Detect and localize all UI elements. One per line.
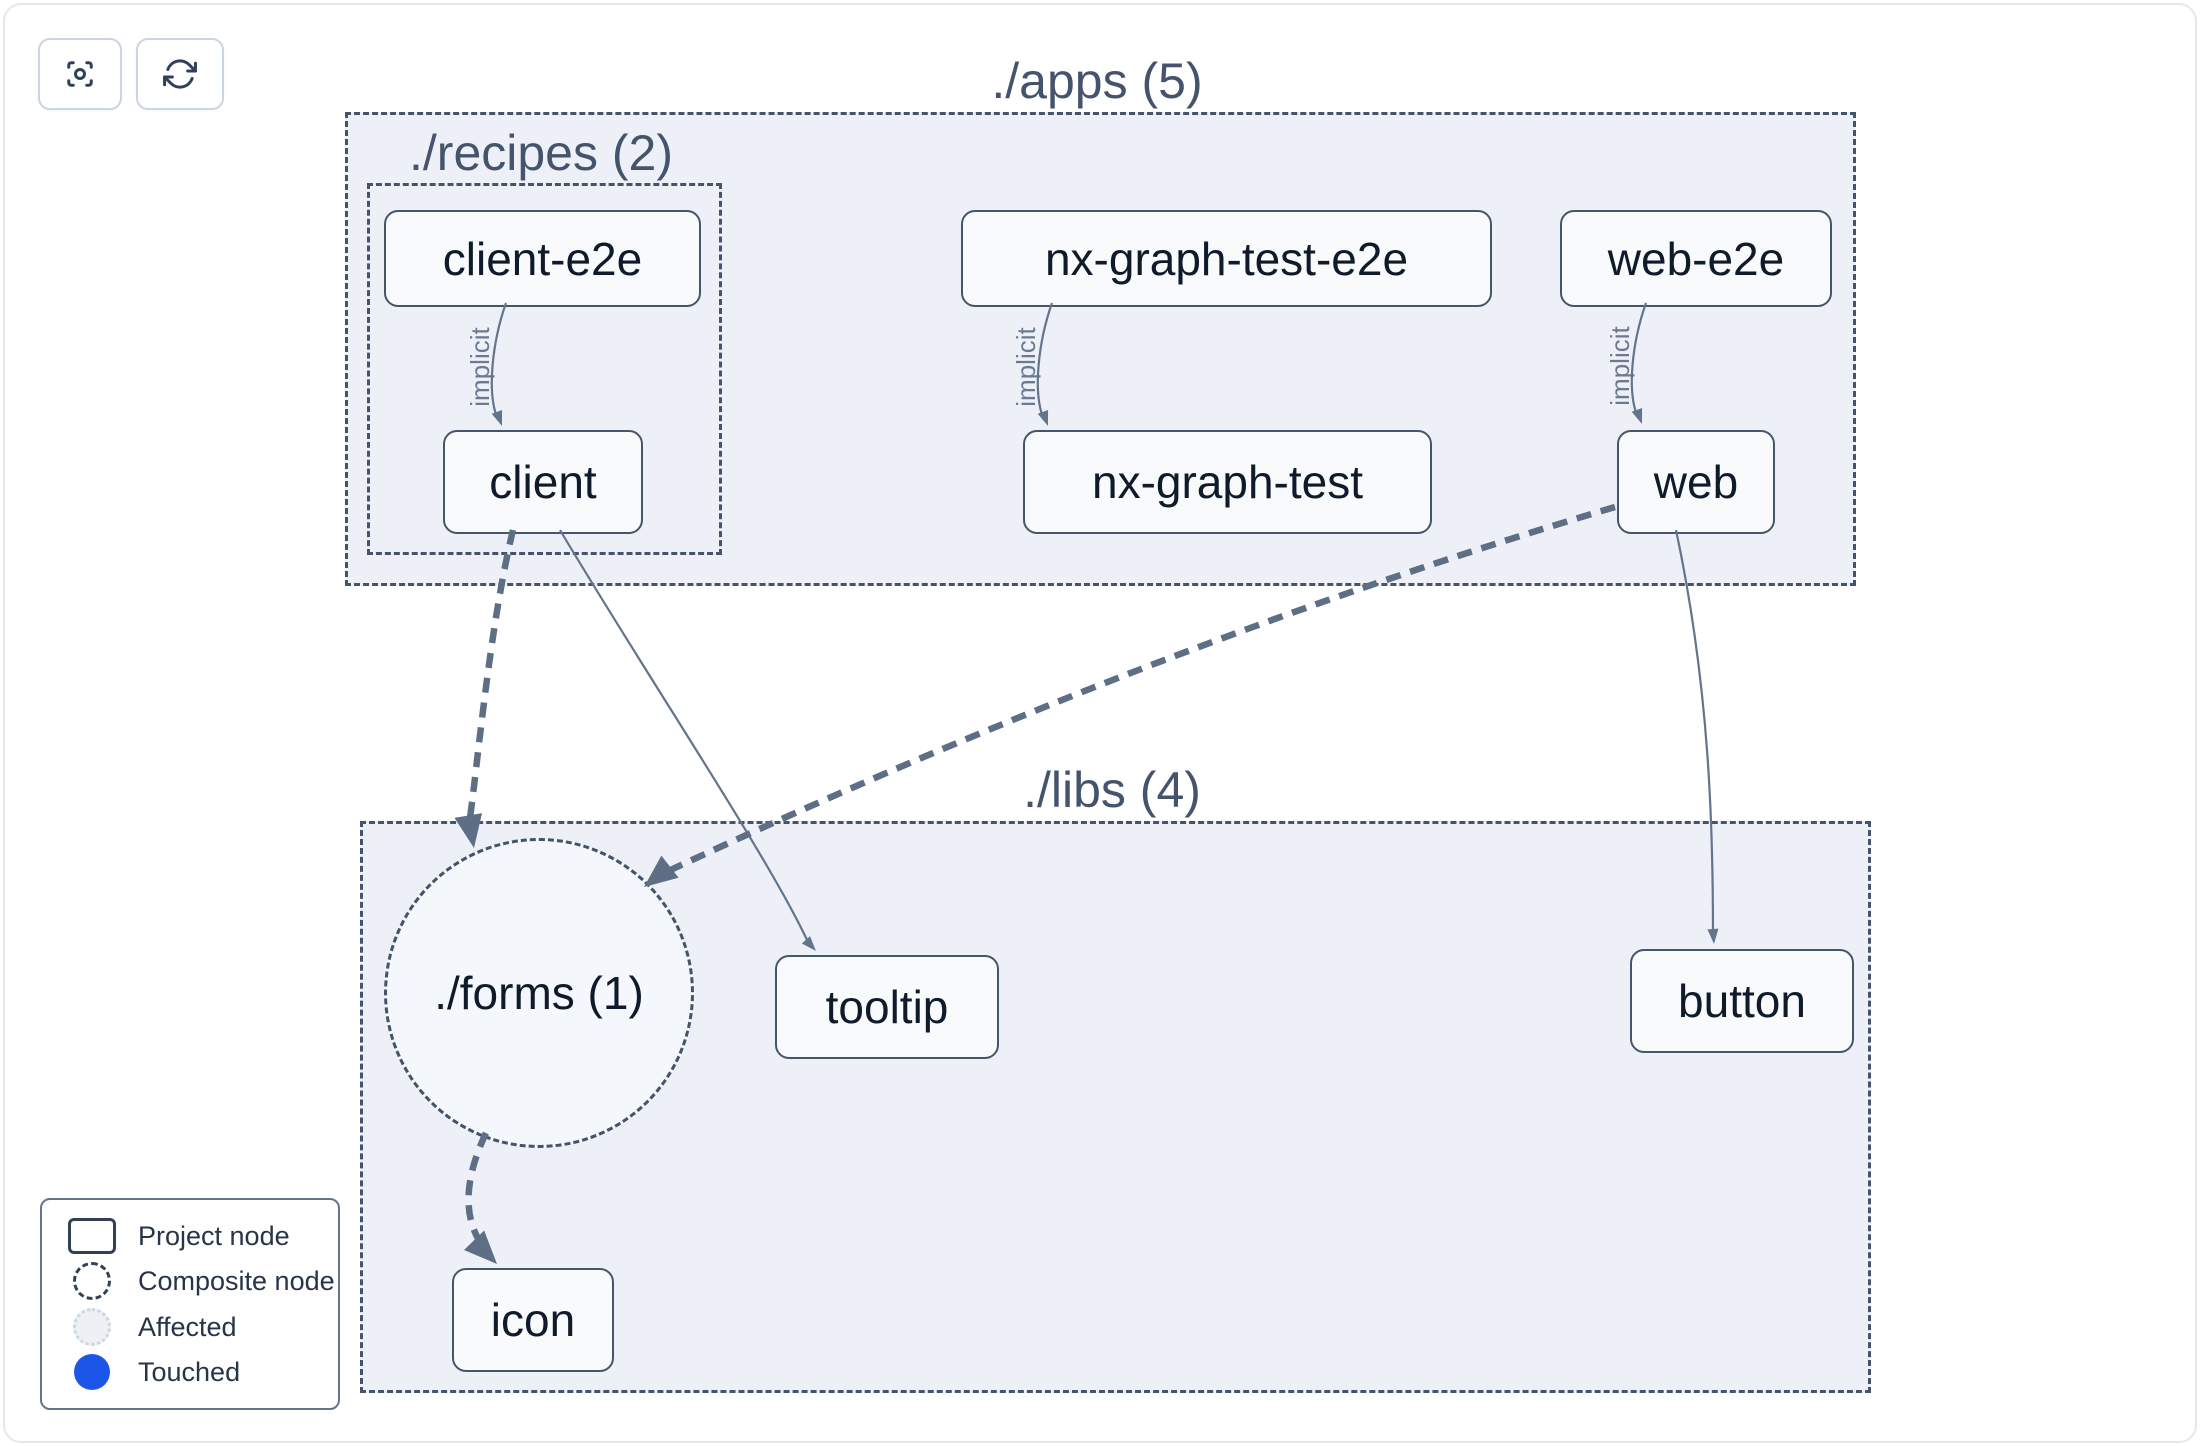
- affected-icon: [68, 1308, 116, 1346]
- node-client-e2e[interactable]: client-e2e: [384, 210, 701, 307]
- node-button[interactable]: button: [1630, 949, 1854, 1053]
- touched-icon: [68, 1354, 116, 1390]
- legend-label: Composite node: [138, 1265, 335, 1296]
- composite-node-forms[interactable]: ./forms (1): [384, 838, 694, 1148]
- node-client[interactable]: client: [443, 430, 643, 534]
- refresh-icon: [163, 59, 197, 89]
- refresh-graph-button[interactable]: [136, 38, 224, 110]
- node-web-label: web: [1653, 456, 1739, 508]
- focus-icon: [67, 61, 93, 87]
- legend-item-project-node: Project node: [42, 1218, 338, 1254]
- legend-item-touched: Touched: [42, 1354, 338, 1390]
- composite-node-forms-label: ./forms (1): [434, 967, 644, 1019]
- legend-label: Project node: [138, 1220, 290, 1251]
- node-client-label: client: [489, 456, 597, 508]
- group-libs-title: ./libs (4): [1023, 762, 1201, 818]
- group-recipes-title: ./recipes (2): [409, 125, 673, 181]
- node-web[interactable]: web: [1617, 430, 1775, 534]
- legend-label: Touched: [138, 1356, 241, 1387]
- node-tooltip[interactable]: tooltip: [775, 955, 999, 1059]
- node-nx-graph-test-label: nx-graph-test: [1091, 456, 1363, 508]
- node-nx-graph-test[interactable]: nx-graph-test: [1023, 430, 1432, 534]
- legend-item-affected: Affected: [42, 1308, 338, 1346]
- node-client-e2e-label: client-e2e: [442, 232, 643, 285]
- focus-graph-button[interactable]: [38, 38, 122, 110]
- group-apps-title: ./apps (5): [991, 53, 1203, 109]
- legend-item-composite-node: Composite node: [42, 1262, 338, 1300]
- node-web-e2e-label: web-e2e: [1607, 232, 1785, 285]
- node-tooltip-label: tooltip: [825, 981, 949, 1033]
- node-icon[interactable]: icon: [452, 1268, 614, 1372]
- project-node-icon: [68, 1218, 116, 1254]
- node-button-label: button: [1678, 975, 1806, 1027]
- node-nx-graph-test-e2e-label: nx-graph-test-e2e: [1044, 232, 1409, 285]
- legend-label: Affected: [138, 1311, 237, 1342]
- node-web-e2e[interactable]: web-e2e: [1560, 210, 1832, 307]
- composite-node-icon: [68, 1262, 116, 1300]
- node-icon-label: icon: [490, 1294, 576, 1346]
- legend: Project node Composite node Affected Tou…: [40, 1198, 340, 1410]
- node-nx-graph-test-e2e[interactable]: nx-graph-test-e2e: [961, 210, 1492, 307]
